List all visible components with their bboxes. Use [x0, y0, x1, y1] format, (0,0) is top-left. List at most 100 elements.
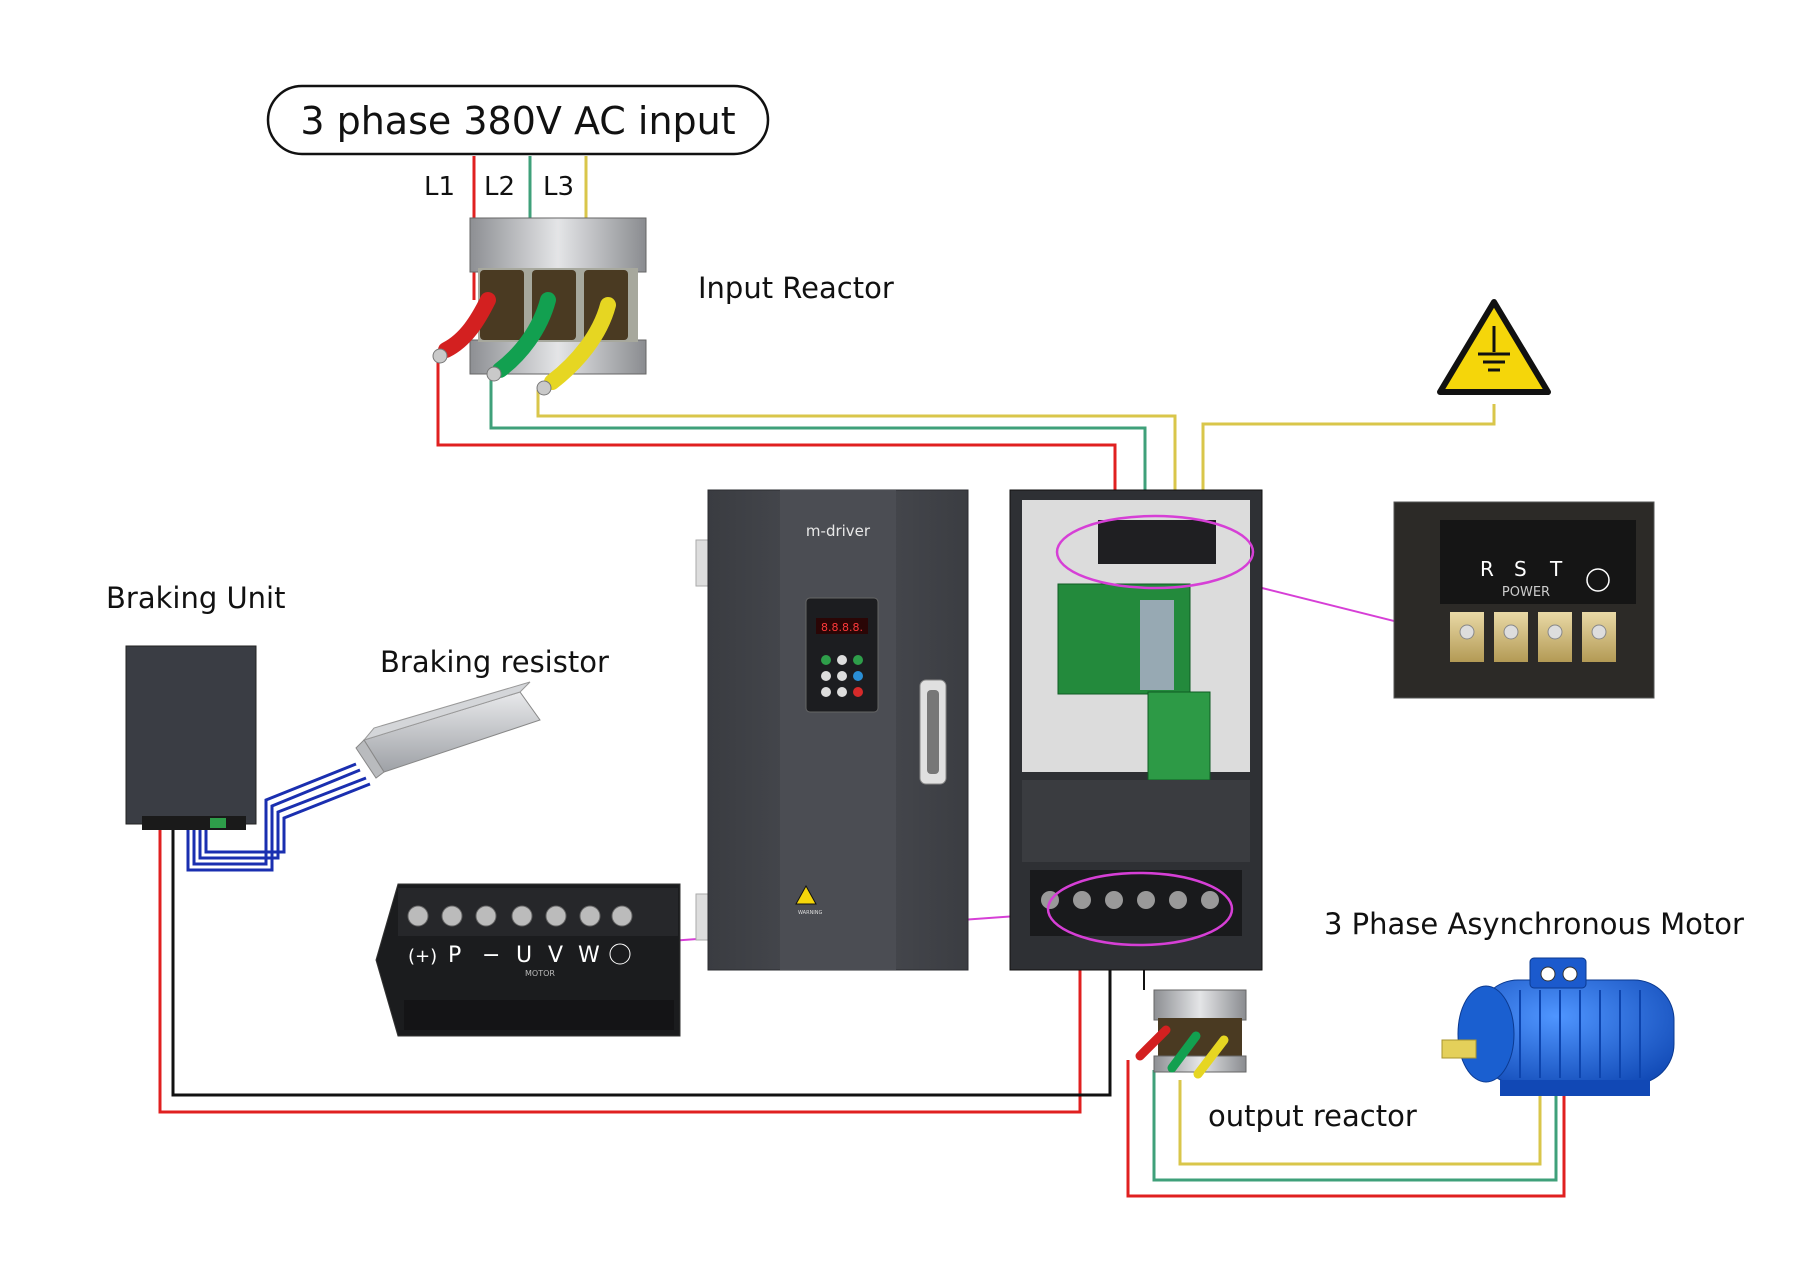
braking-unit-terminal-green [210, 818, 226, 828]
motor-front-flange [1457, 985, 1515, 1083]
vfd-key-enter[interactable] [837, 687, 847, 697]
braking-unit [125, 645, 257, 830]
rst-screw-1 [1459, 624, 1475, 640]
vfd-input-terminal-block [1098, 520, 1216, 564]
motor-label: 3 Phase Asynchronous Motor [1324, 907, 1744, 941]
reactor-lug-2 [486, 366, 502, 382]
vfd-ribbon-cable [1140, 600, 1174, 690]
reactor-lug-1 [432, 348, 448, 364]
uvw-letter-w: W [578, 943, 600, 968]
vfd-key-run[interactable] [821, 655, 831, 665]
motor-gland-1 [1540, 966, 1556, 982]
braking-resistor-label: Braking resistor [380, 645, 609, 679]
resistor-end [355, 739, 385, 779]
vfd-out-terminal-6 [1201, 891, 1219, 909]
reactor-lead-yellow [544, 297, 616, 390]
vfd-out-terminal-4 [1137, 891, 1155, 909]
wire-br-b1 [198, 776, 367, 860]
braking-unit-terminals [142, 816, 246, 830]
reactor-top-frame [469, 217, 647, 273]
wire-dc-red [158, 830, 1082, 1114]
rst-letter-t: T [1549, 557, 1563, 581]
vfd-heatsink-cover [1022, 780, 1250, 862]
rst-screw-2 [1503, 624, 1519, 640]
vfd-out-terminal-2 [1073, 891, 1091, 909]
uvw-caption: MOTOR [525, 969, 555, 978]
ground-symbol-icon [1586, 568, 1610, 592]
highlight-rst [1055, 514, 1255, 590]
resistor-top [362, 681, 531, 741]
vfd-door-center [780, 490, 896, 970]
reactor-lead-red [438, 292, 496, 358]
input-reactor-label: Input Reactor [698, 271, 894, 305]
vfd-out-terminal-3 [1105, 891, 1123, 909]
highlight-uvw [1046, 871, 1234, 947]
uvw-screw-6 [579, 905, 601, 927]
vfd-open [1009, 489, 1263, 971]
uvw-ground-icon [609, 943, 631, 965]
motor-terminal-box [1529, 957, 1587, 989]
vfd-key-stop[interactable] [853, 655, 863, 665]
vfd-key-set[interactable] [853, 671, 863, 681]
motor-feet [1500, 1080, 1650, 1096]
phase-label-l2: L2 [484, 172, 515, 202]
vfd-brand: m-driver [806, 522, 871, 540]
reactor-coil-1 [480, 270, 524, 340]
out-reactor-lead-green [1167, 1031, 1201, 1073]
vfd-front: m-driver 8.8.8.8. WARNING [695, 489, 969, 971]
motor-fins [1519, 990, 1641, 1078]
uvw-screw-3 [475, 905, 497, 927]
rst-screw-3 [1547, 624, 1563, 640]
title-pill [266, 84, 770, 156]
wire-t [536, 390, 1177, 560]
uvw-photo-vents [404, 1000, 674, 1030]
wire-dc-black [171, 830, 1112, 1097]
uvw-screw-5 [545, 905, 567, 927]
rst-letter-s: S [1514, 557, 1527, 581]
input-reactor [432, 217, 647, 396]
rst-caption: POWER [1502, 585, 1550, 600]
power-input-title: 3 phase 380V AC input [266, 84, 770, 156]
uvw-letter-minus: − [482, 943, 500, 968]
braking-unit-body [125, 645, 257, 825]
rst-letter-r: R [1480, 557, 1494, 581]
out-reactor-lead-red [1135, 1025, 1171, 1061]
out-reactor-top [1153, 989, 1247, 1021]
uvw-photo-top [398, 888, 678, 936]
ground-warning-icon [1437, 299, 1551, 395]
wire-br-a2 [192, 762, 357, 866]
uvw-letter-p: P [448, 943, 461, 968]
reactor-lug-3 [536, 380, 552, 396]
uvw-letter-plus: (+) [408, 946, 437, 967]
vfd-key-down[interactable] [837, 671, 847, 681]
vfd-key-mode[interactable] [821, 671, 831, 681]
wire-br-a1 [186, 768, 361, 872]
output-terminal-photo: (+) P − U V W MOTOR [375, 883, 681, 1037]
vfd-warning-icon [795, 884, 817, 905]
out-reactor-lead-yellow [1193, 1035, 1229, 1079]
phase-label-l3: L3 [543, 172, 574, 202]
vfd-key-up[interactable] [837, 655, 847, 665]
title-text: 3 phase 380V AC input [300, 99, 735, 143]
phase-label-l1: L1 [424, 172, 455, 202]
braking-unit-label: Braking Unit [106, 581, 285, 615]
vfd-out-terminal-5 [1169, 891, 1187, 909]
uvw-screw-1 [407, 905, 429, 927]
vfd-key-shift[interactable] [821, 687, 831, 697]
output-reactor-label: output reactor [1208, 1099, 1417, 1133]
wire-br-b2 [204, 782, 371, 854]
vfd-handle-slot [927, 690, 939, 774]
uvw-screw-7 [611, 905, 633, 927]
motor [1441, 957, 1675, 1096]
uvw-screw-4 [511, 905, 533, 927]
uvw-screw-2 [441, 905, 463, 927]
input-terminal-photo: R S T POWER [1393, 501, 1655, 699]
braking-resistor [355, 681, 541, 779]
vfd-display [816, 618, 868, 634]
vfd-key-reset[interactable] [853, 687, 863, 697]
vfd-pcb-control [1147, 691, 1211, 781]
rst-screw-4 [1591, 624, 1607, 640]
output-reactor [1135, 989, 1247, 1079]
vfd-warning-label: WARNING [798, 910, 823, 916]
